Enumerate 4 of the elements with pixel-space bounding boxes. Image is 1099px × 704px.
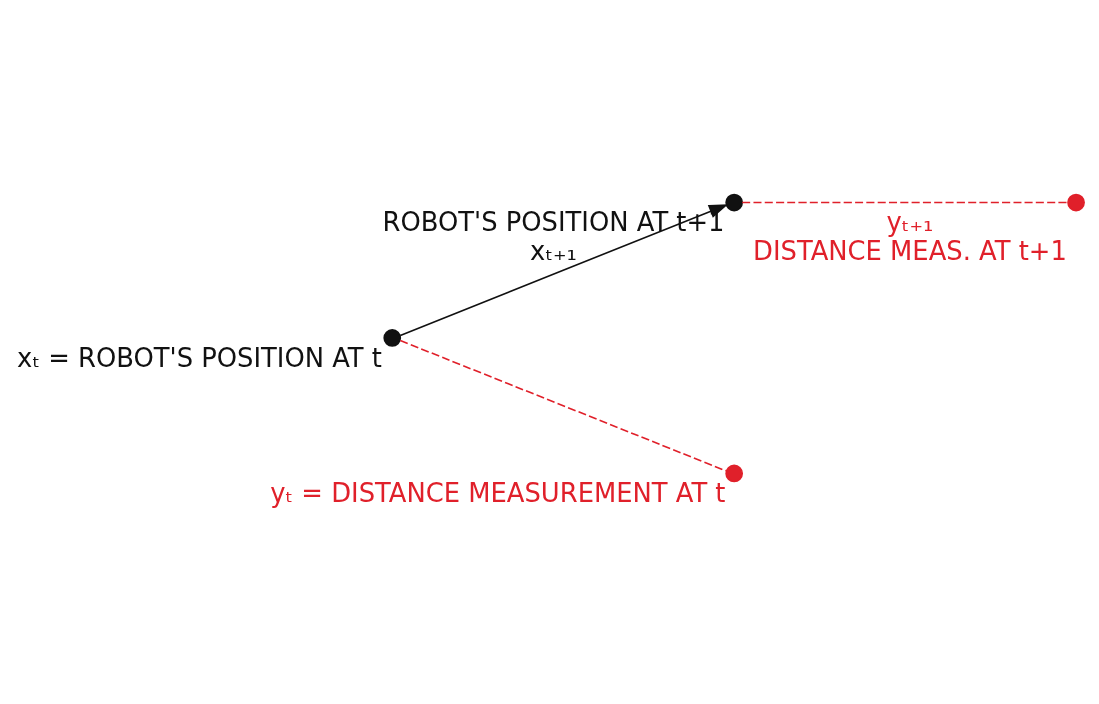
node-label: yₜ = DISTANCE MEASUREMENT AT t <box>270 477 726 508</box>
node-label: xₜ = ROBOT'S POSITION AT t <box>17 342 382 373</box>
node-label: yₜ₊₁ <box>886 206 934 237</box>
node-label: xₜ₊₁ <box>530 235 577 266</box>
